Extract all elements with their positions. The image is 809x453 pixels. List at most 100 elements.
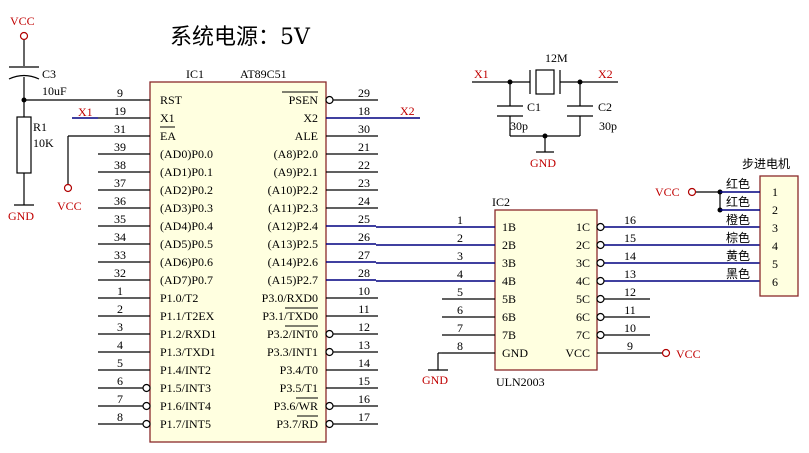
x1-netlabel-xtal: X1	[474, 67, 489, 81]
x2-netlabel-xtal: X2	[598, 67, 613, 81]
vcc-label-ea: VCC	[57, 199, 82, 213]
c3-capacitor	[8, 66, 40, 80]
ic1-pin-number: 39	[114, 140, 126, 154]
vcc-terminal-ea	[63, 183, 73, 193]
ic1-pin-number: 6	[117, 374, 123, 388]
ic1-pin-label: EA	[160, 129, 176, 143]
ic1-pin-number: 33	[114, 248, 126, 262]
ic1-pin-label: P1.1/T2EX	[160, 309, 215, 323]
ic1-pin-label: (A8)P2.0	[274, 147, 318, 161]
ic1-pin-label: P1.4/INT2	[160, 363, 211, 377]
inversion-bubble	[325, 95, 334, 105]
inversion-bubble	[142, 401, 151, 411]
ic2-pin-number: 9	[627, 339, 633, 353]
ic2-pin-label: 6B	[502, 310, 516, 324]
ic1-pin-label: P3.4/T0	[280, 363, 318, 377]
c2-capacitor	[567, 105, 593, 117]
motor-pin-number: 4	[772, 239, 778, 253]
r1-value: 10K	[33, 136, 54, 150]
ic1-pin-number: 9	[117, 86, 123, 100]
ic1-right-pins: 29PSEN18X230ALE21(A8)P2.022(A9)P2.123(A1…	[262, 86, 378, 431]
inversion-bubble	[596, 222, 605, 232]
ic2-pin-number: 3	[457, 249, 463, 263]
ic2-pin-number: 15	[624, 231, 636, 245]
c1-capacitor	[497, 105, 523, 117]
ic1-pin-label: (A9)P2.1	[274, 165, 318, 179]
ic2-pin-number: 2	[457, 231, 463, 245]
ic2-ref: IC2	[492, 195, 510, 209]
ic2-pin-number: 12	[624, 285, 636, 299]
ic1-pin-number: 19	[114, 104, 126, 118]
ic1-pin-label: (A13)P2.5	[268, 237, 318, 251]
ic1-pin-number: 21	[358, 140, 370, 154]
ic2-pin-number: 1	[457, 213, 463, 227]
motor-wire-color: 黄色	[726, 249, 750, 263]
ic2-pin-label: GND	[502, 346, 528, 360]
ic2-pin-label: 3B	[502, 256, 516, 270]
vcc-label-motor: VCC	[655, 185, 680, 199]
ic1-pin-label: P1.3/TXD1	[160, 345, 216, 359]
ic1-pin-label: P3.1/TXD0	[262, 309, 318, 323]
inversion-bubble	[142, 419, 151, 429]
ic1-pin-label: P3.2/INT0	[267, 327, 318, 341]
motor-pin-number: 2	[772, 203, 778, 217]
ic1-pin-label: (A10)P2.2	[268, 183, 318, 197]
ic1-pin-label: (AD6)P0.6	[160, 255, 213, 269]
ic1-pin-label: (AD7)P0.7	[160, 273, 213, 287]
ic2-pin-label: 7B	[502, 328, 516, 342]
inversion-bubble	[596, 294, 605, 304]
ic2-pin-label: 5C	[576, 292, 590, 306]
ic1-pin-number: 23	[358, 176, 370, 190]
ic1-pin-label: (AD4)P0.4	[160, 219, 213, 233]
ic2-pin-number: 10	[624, 321, 636, 335]
ic1-pin-number: 16	[358, 392, 370, 406]
c1-ref: C1	[527, 100, 541, 114]
ic2-pin-label: 6C	[576, 310, 590, 324]
gnd-label-ic2: GND	[422, 373, 448, 387]
ic1-pin-label: P3.3/INT1	[267, 345, 318, 359]
ic1-pin-number: 34	[114, 230, 126, 244]
ic1-pin-number: 37	[114, 176, 126, 190]
ic2-pin-number: 4	[457, 267, 463, 281]
ic1-pin-number: 38	[114, 158, 126, 172]
ic1-pin-number: 35	[114, 212, 126, 226]
ic1-pin-number: 31	[114, 122, 126, 136]
ic1-pin-label: P3.6/WR	[274, 399, 318, 413]
x2-netlabel-ic1: X2	[400, 104, 415, 118]
ic1-ref: IC1	[186, 67, 204, 81]
ic1-pin-label: (AD3)P0.3	[160, 201, 213, 215]
ic1-pin-number: 12	[358, 320, 370, 334]
ic1-pin-label: (AD1)P0.1	[160, 165, 213, 179]
gnd-label-xtal: GND	[530, 156, 556, 170]
ic1-pin-label: (A11)P2.3	[268, 201, 318, 215]
c2-value: 30p	[599, 119, 617, 133]
crystal-value: 12M	[545, 51, 568, 65]
ic1-pin-number: 3	[117, 320, 123, 334]
ic1-pin-label: P1.6/INT4	[160, 399, 211, 413]
c1-value: 30p	[510, 119, 528, 133]
motor-wire-color: 橙色	[726, 212, 750, 227]
ic2-pin-number: 6	[457, 303, 463, 317]
ic1-pin-label: RST	[160, 93, 183, 107]
ic1-pin-label: PSEN	[289, 93, 319, 107]
ic1-pin-number: 36	[114, 194, 126, 208]
ic1-pin-number: 11	[358, 302, 370, 316]
ic1-pin-label: P1.7/INT5	[160, 417, 211, 431]
inversion-bubble	[596, 312, 605, 322]
crystal-12m	[529, 69, 561, 95]
ic2-pin-number: 14	[624, 249, 636, 263]
ic1-pin-number: 18	[358, 104, 370, 118]
ic1-pin-label: P1.2/RXD1	[160, 327, 216, 341]
r1-ref: R1	[33, 120, 47, 134]
vcc-terminal-ic2	[661, 348, 671, 358]
inversion-bubble	[596, 276, 605, 286]
ic1-body	[149, 81, 327, 443]
ic1-pin-label: (A15)P2.7	[268, 273, 318, 287]
ic2-pin-number: 13	[624, 267, 636, 281]
ic2-pin-label: 5B	[502, 292, 516, 306]
ic1-pin-label: (A12)P2.4	[268, 219, 318, 233]
